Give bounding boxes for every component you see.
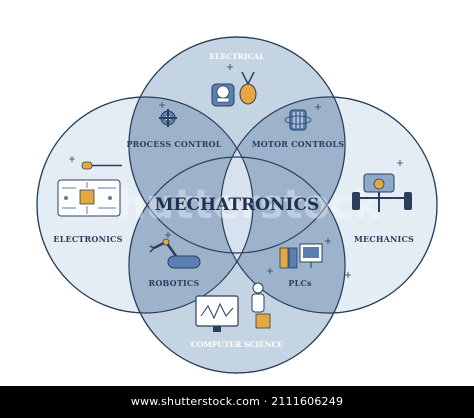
label-motor-controls: MOTOR CONTROLS <box>252 139 345 149</box>
person-icon <box>251 282 271 329</box>
pliers-icon <box>239 71 257 105</box>
label-mechanics: MECHANICS <box>354 234 414 244</box>
stock-footer-bar: www.shutterstock.com · 2111606249 <box>0 386 474 418</box>
car-chassis-icon <box>352 173 412 212</box>
screwdriver-icon <box>81 161 122 170</box>
monitor-icon <box>195 295 239 332</box>
label-plcs: PLCs <box>288 278 312 288</box>
label-electrical: ELECTRICAL <box>209 52 265 61</box>
robot-arm-icon <box>149 238 201 269</box>
circuit-board-icon <box>57 179 121 217</box>
label-robotics: ROBOTICS <box>149 278 200 288</box>
footer-credit: www.shutterstock.com · 2111606249 <box>130 395 344 408</box>
label-process-control: PROCESS CONTROL <box>126 139 221 149</box>
sparkle-icons <box>69 64 403 278</box>
electrical-meter-icon <box>211 83 235 107</box>
motor-icon <box>284 109 312 131</box>
label-electronics: ELECTRONICS <box>53 234 122 244</box>
label-computer-science: COMPUTER SCIENCE <box>191 340 284 349</box>
gear-icon <box>159 109 177 127</box>
plc-icon <box>279 243 323 269</box>
watermark: shutterstock <box>94 182 382 228</box>
center-title: MECHATRONICS <box>155 195 320 215</box>
